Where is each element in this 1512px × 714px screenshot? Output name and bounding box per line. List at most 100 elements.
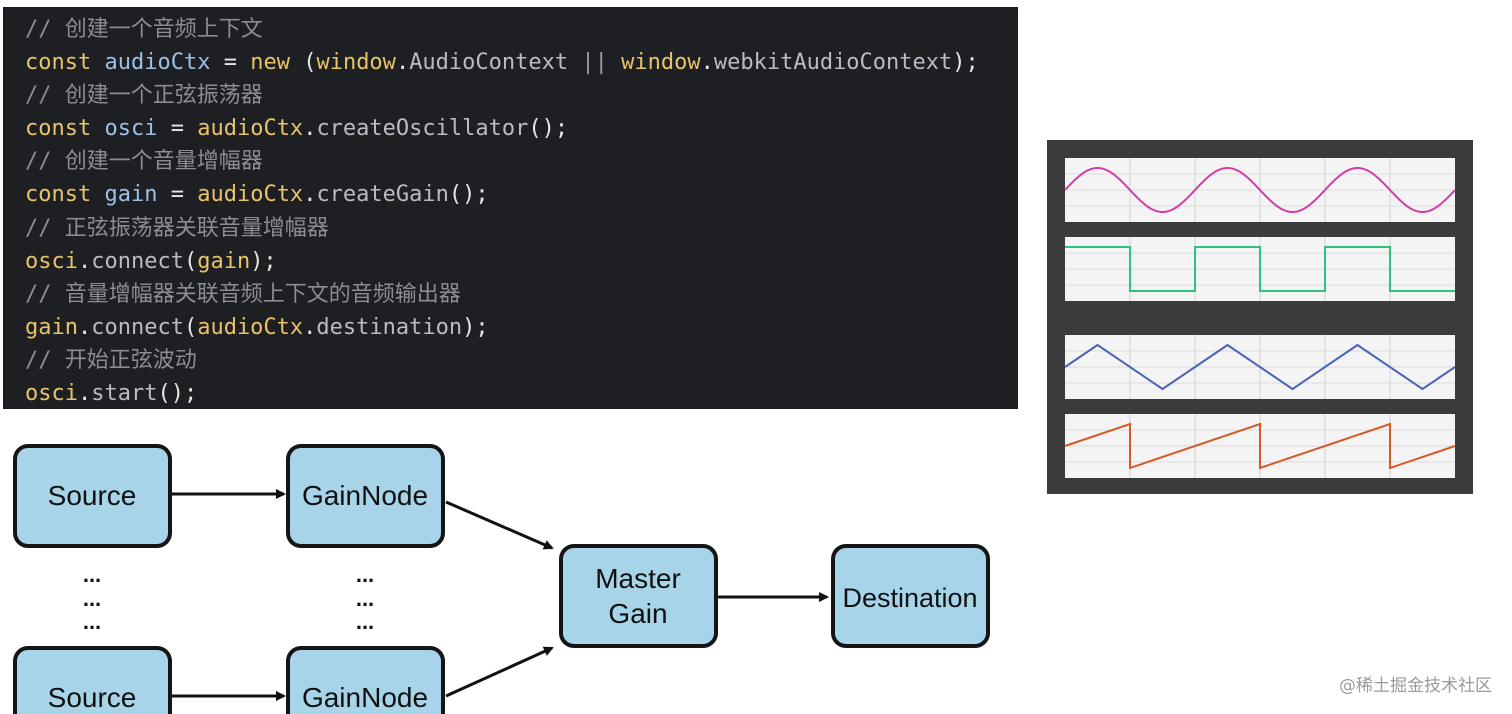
- code-token: gain: [104, 182, 158, 208]
- waveform-triangle: [1064, 335, 1456, 399]
- code-token: window: [316, 50, 396, 76]
- code-token: =: [157, 182, 198, 208]
- code-comment-line: // 创建一个音频上下文: [25, 13, 1018, 46]
- code-token: );: [462, 314, 489, 340]
- node-gain-top-label: GainNode: [302, 480, 428, 511]
- code-token: gain: [197, 248, 251, 274]
- code-comment-line: // 创建一个正弦振荡器: [25, 79, 1018, 112]
- code-token: destination: [316, 314, 463, 340]
- node-master-gain-label-2: Gain: [608, 598, 667, 629]
- code-token: osci: [104, 116, 158, 142]
- code-token: createOscillator: [316, 116, 529, 142]
- code-token: const: [25, 182, 105, 208]
- node-gain-bottom-label: GainNode: [302, 682, 428, 713]
- code-token: );: [250, 248, 277, 274]
- code-token: =: [157, 116, 198, 142]
- node-source-top: Source: [13, 444, 172, 548]
- ellipsis-dot-row: ...: [356, 562, 374, 587]
- code-token: .: [700, 50, 714, 76]
- node-destination-label: Destination: [842, 583, 977, 613]
- waveform-line-sine: [1064, 167, 1456, 213]
- code-token: audioCtx: [197, 116, 304, 142]
- code-token: audioCtx: [104, 50, 211, 76]
- code-token: const: [25, 116, 105, 142]
- code-token: .: [395, 50, 410, 76]
- arrow-gain-top-to-master: [445, 500, 554, 550]
- ellipsis-dot-row: ...: [83, 609, 101, 634]
- waveform-square: [1065, 237, 1455, 301]
- code-token: =: [210, 50, 251, 76]
- node-gain-top: GainNode: [286, 444, 445, 548]
- audio-graph-diagram: Source GainNode Source GainNode Master G…: [13, 444, 990, 714]
- code-token: .: [77, 314, 92, 340]
- code-token: (: [183, 314, 198, 340]
- code-token: .: [303, 314, 317, 340]
- code-comment-line: // 音量增幅器关联音频上下文的音频输出器: [25, 278, 1018, 311]
- code-token: const: [25, 50, 105, 76]
- node-source-bottom-label: Source: [48, 682, 137, 713]
- watermark: @稀土掘金技术社区: [1339, 676, 1492, 696]
- ellipsis-dot-row: ...: [83, 586, 101, 611]
- node-gain-bottom: GainNode: [286, 646, 445, 714]
- code-token: (: [183, 248, 198, 274]
- ellipsis-middle: ... ... ...: [356, 562, 374, 634]
- code-statement-line: osci.start();: [25, 377, 1018, 410]
- waveform-line-square: [1065, 246, 1455, 292]
- code-token: .: [303, 182, 317, 208]
- ellipsis-dot-row: ...: [356, 586, 374, 611]
- code-comment: // 正弦振荡器关联音量增幅器: [25, 215, 329, 241]
- code-comment-line: // 正弦振荡器关联音量增幅器: [25, 212, 1018, 245]
- arrow-gain-bottom-to-master: [445, 646, 554, 698]
- code-token: .: [303, 116, 317, 142]
- ellipsis-dot-row: ...: [356, 609, 374, 634]
- waveform-panel: [1047, 140, 1473, 494]
- code-token: ();: [157, 381, 198, 407]
- code-token: webkitAudioContext: [713, 50, 953, 76]
- code-token: osci: [25, 248, 78, 274]
- ellipsis-left: ... ... ...: [83, 562, 101, 634]
- code-comment-line: // 创建一个音量增幅器: [25, 145, 1018, 178]
- code-comment-line: // 开始正弦波动: [25, 344, 1018, 377]
- code-comment: // 创建一个正弦振荡器: [25, 83, 263, 109]
- code-token: audioCtx: [197, 314, 304, 340]
- code-token: (: [289, 50, 317, 76]
- code-token: osci: [25, 381, 78, 407]
- code-token: );: [952, 50, 979, 76]
- code-token: audioCtx: [197, 182, 304, 208]
- waveform-sine: [1064, 158, 1456, 222]
- code-token: connect: [91, 314, 184, 340]
- code-statement-line: const gain = audioCtx.createGain();: [25, 178, 1018, 211]
- waveform-sawtooth: [1064, 414, 1456, 478]
- code-token: createGain: [316, 182, 449, 208]
- code-token: start: [91, 381, 158, 407]
- node-master-gain: Master Gain: [559, 544, 718, 648]
- code-token: .: [77, 381, 92, 407]
- code-token: window: [621, 50, 701, 76]
- code-comment: // 创建一个音频上下文: [25, 17, 263, 42]
- code-comment: // 音量增幅器关联音频上下文的音频输出器: [25, 281, 461, 307]
- code-token: ();: [528, 116, 569, 142]
- waveform-line-sawtooth: [1064, 422, 1456, 470]
- node-master-gain-label-1: Master: [595, 563, 681, 594]
- code-token: gain: [25, 314, 78, 340]
- code-token: ();: [448, 182, 489, 208]
- code-comment: // 开始正弦波动: [25, 347, 197, 373]
- node-source-top-label: Source: [48, 480, 137, 511]
- code-statement-line: gain.connect(audioCtx.destination);: [25, 311, 1018, 344]
- node-destination: Destination: [831, 544, 990, 648]
- code-comment: // 创建一个音量增幅器: [25, 149, 263, 175]
- code-token: connect: [91, 248, 184, 274]
- code-statement-line: osci.connect(gain);: [25, 245, 1018, 278]
- node-source-bottom: Source: [13, 646, 172, 714]
- code-token: ||: [568, 50, 622, 76]
- code-token: .: [77, 248, 92, 274]
- code-token: new: [250, 50, 290, 76]
- code-statement-line: const osci = audioCtx.createOscillator()…: [25, 112, 1018, 145]
- waveform-svg: [1064, 158, 1456, 478]
- waveform-line-triangle: [1064, 343, 1456, 391]
- code-token: AudioContext: [409, 50, 569, 76]
- ellipsis-dot-row: ...: [83, 562, 101, 587]
- code-statement-line: const audioCtx = new (window.AudioContex…: [25, 46, 1018, 79]
